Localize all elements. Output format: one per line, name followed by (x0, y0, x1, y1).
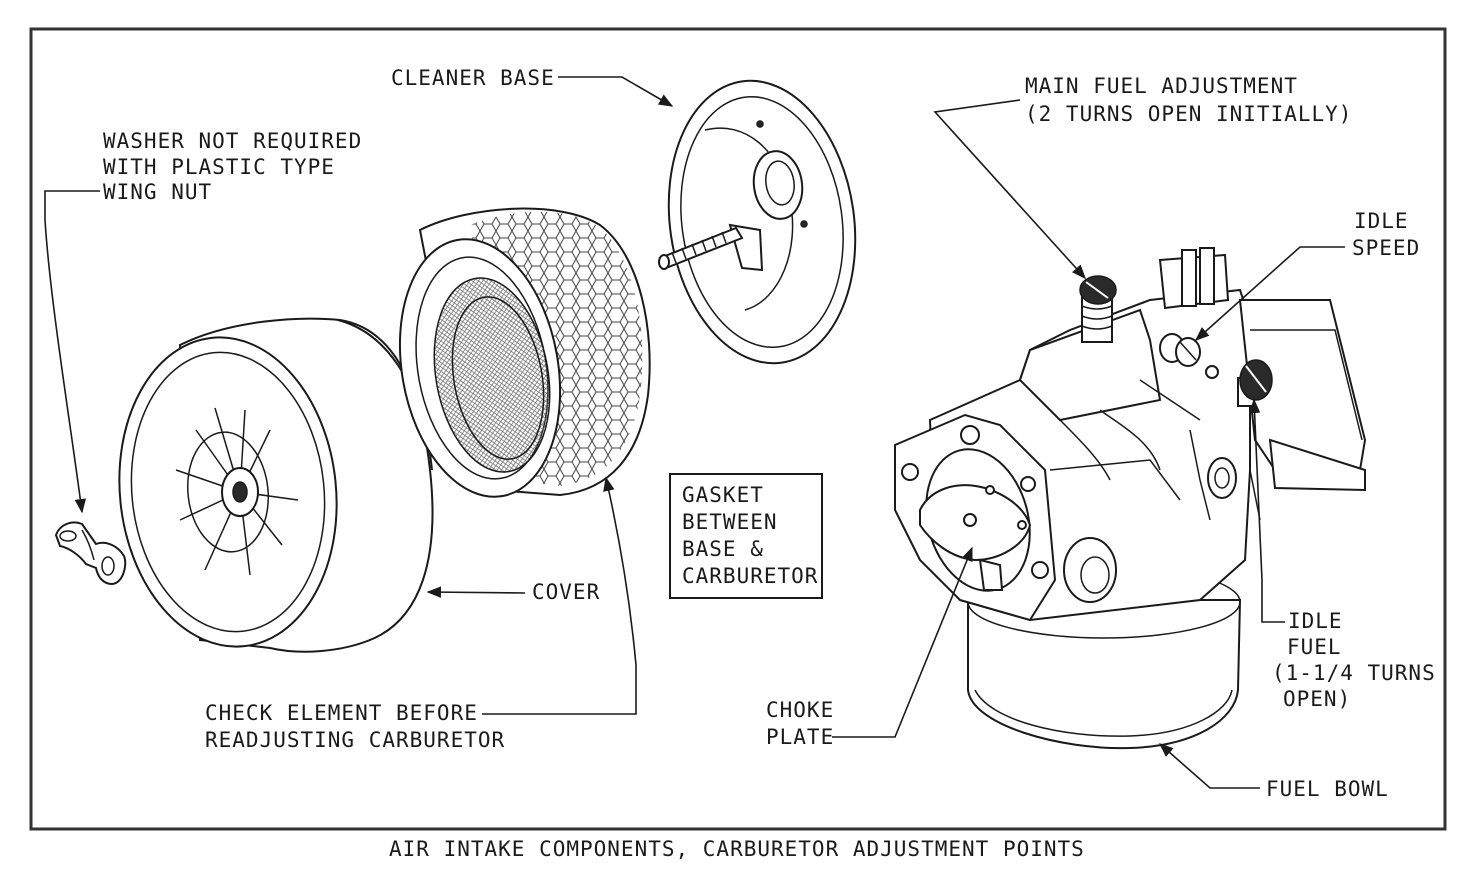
cleaner-base-part (658, 79, 857, 365)
carburetor-part (894, 247, 1367, 750)
figure-frame (29, 27, 1447, 831)
idle-fuel-label-line-4: OPEN) (1283, 687, 1351, 711)
figure-caption: AIR INTAKE COMPONENTS, CARBURETOR ADJUST… (389, 837, 1085, 861)
air-cleaner-cover-part (118, 317, 434, 653)
cleaner-base-label: CLEANER BASE (391, 66, 555, 90)
idle-fuel-label-line-3: (1-1/4 TURNS (1272, 661, 1436, 685)
washer-note-line-1: WASHER NOT REQUIRED (103, 129, 362, 153)
gasket-note-line-4: CARBURETOR (682, 564, 818, 588)
idle-speed-label-line-1: IDLE (1354, 209, 1409, 233)
idle-speed-label-line-2: SPEED (1352, 236, 1420, 260)
cover-label: COVER (532, 580, 600, 604)
idle-fuel-label-line-1: IDLE (1288, 609, 1343, 633)
main-fuel-label-line-1: MAIN FUEL ADJUSTMENT (1025, 74, 1298, 98)
idle-fuel-label-line-2: FUEL (1287, 635, 1342, 659)
idle-speed-screw (1159, 333, 1201, 367)
choke-plate-label-line-2: PLATE (766, 725, 834, 749)
leader-lines (44, 76, 1345, 789)
wing-nut-part (54, 521, 127, 586)
washer-note-line-2: WITH PLASTIC TYPE (103, 155, 335, 179)
check-element-line-2: READJUSTING CARBURETOR (205, 728, 505, 752)
gasket-note-line-1: GASKET (682, 483, 764, 507)
gasket-note-box (669, 473, 823, 599)
air-filter-element-part (398, 207, 651, 498)
main-fuel-needle (1079, 275, 1117, 343)
washer-note-line-3: WING NUT (103, 180, 212, 204)
main-fuel-label-line-2: (2 TURNS OPEN INITIALLY) (1025, 102, 1352, 126)
choke-plate-label-line-1: CHOKE (766, 698, 834, 722)
check-element-line-1: CHECK ELEMENT BEFORE (205, 701, 478, 725)
idle-fuel-screw (1205, 359, 1273, 407)
gasket-note-line-2: BETWEEN (682, 510, 778, 534)
fuel-bowl-label: FUEL BOWL (1266, 777, 1389, 801)
gasket-note-line-3: BASE & (682, 537, 764, 561)
